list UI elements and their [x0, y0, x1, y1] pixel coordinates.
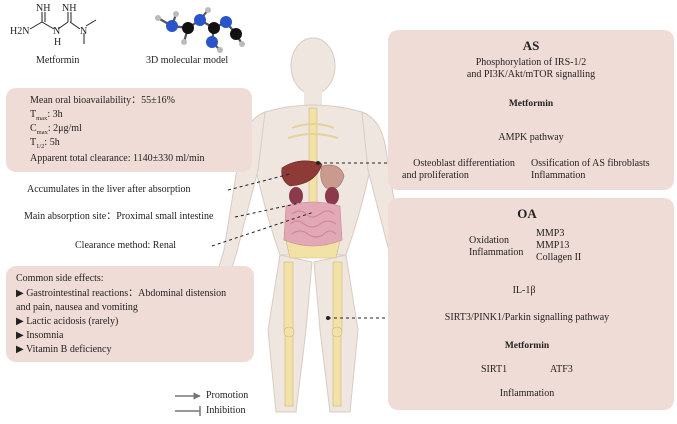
struct-label: NH — [62, 3, 77, 14]
side-effect-item: ▶ Gastrointestinal reactions：Abdominal d… — [16, 288, 227, 299]
struct-label: NH — [36, 3, 51, 14]
side-effect-item: and pain, nausea and vomiting — [16, 302, 138, 313]
half-life-text: T1/2: 5h — [30, 137, 60, 150]
as-phosphorylation-text: and PI3K/Akt/mTOR signalling — [466, 69, 596, 80]
bioavailability-text: Mean oral bioavailability：55±16% — [30, 95, 175, 106]
molecule-3d-model — [155, 7, 245, 53]
sirt3-pathway-label: SIRT3/PINK1/Parkin signalling pathway — [444, 312, 610, 323]
metformin-label: Metformin — [36, 55, 80, 66]
mmp3-label: MMP3 — [536, 228, 565, 239]
as-title: AS — [522, 38, 540, 53]
osteoblast-text: and proliferation — [402, 170, 469, 181]
absorption-site-label: Main absorption site：Proximal small inte… — [24, 211, 214, 222]
as-phosphorylation-text: Phosphorylation of IRS-1/2 — [475, 57, 587, 68]
pharmacokinetics-panel — [6, 88, 252, 172]
side-effect-item: ▶ Lactic acidosis (rarely) — [16, 316, 119, 327]
collagen-label: Collagen II — [536, 252, 582, 263]
sirt1-label: SIRT1 — [481, 364, 508, 375]
oa-panel — [388, 198, 674, 410]
as-metformin-label: Metformin — [508, 99, 554, 109]
struct-label: N — [80, 26, 88, 37]
cmax-text: Cmax: 2μg/ml — [30, 123, 82, 136]
struct-label: N — [53, 26, 61, 37]
oa-inflammation-label: Inflammation — [499, 388, 555, 399]
tmax-text: Tmax: 3h — [30, 109, 63, 122]
dashed-connectors — [211, 162, 388, 319]
side-effects-panel — [6, 266, 254, 362]
liver-label: Accumulates in the liver after absorptio… — [27, 184, 191, 195]
clearance-text: Apparent total clearance: 1140±330 ml/mi… — [30, 153, 205, 164]
legend-inhibition-label: Inhibition — [206, 405, 246, 416]
as-panel — [388, 30, 674, 190]
side-effects-title: Common side effects: — [16, 273, 104, 284]
atf3-label: ATF3 — [550, 364, 573, 375]
metformin-structure — [29, 12, 97, 44]
oa-metformin-label: Metformin — [504, 341, 550, 351]
osteoblast-text: Osteoblast differentiation — [413, 158, 515, 169]
struct-label: H — [54, 37, 62, 48]
ossification-text: Inflammation — [531, 170, 586, 181]
oa-title: OA — [517, 206, 537, 221]
side-effect-item: ▶ Vitamin B deficiency — [16, 344, 112, 355]
oxidation-label: Oxidation — [469, 235, 509, 246]
legend-promotion-label: Promotion — [206, 390, 249, 401]
renal-clearance-label: Clearance method: Renal — [75, 240, 177, 251]
mmp13-label: MMP13 — [536, 240, 570, 251]
inflammation-label: Inflammation — [469, 247, 524, 258]
ossification-text: Ossification of AS fibroblasts — [531, 158, 650, 169]
il1b-label: IL-1β — [512, 285, 536, 296]
side-effect-item: ▶ Insomnia — [16, 330, 64, 341]
struct-label: H2N — [10, 26, 30, 37]
ampk-pathway-label: AMPK pathway — [498, 132, 564, 143]
molecular-model-label: 3D molecular model — [146, 55, 229, 66]
